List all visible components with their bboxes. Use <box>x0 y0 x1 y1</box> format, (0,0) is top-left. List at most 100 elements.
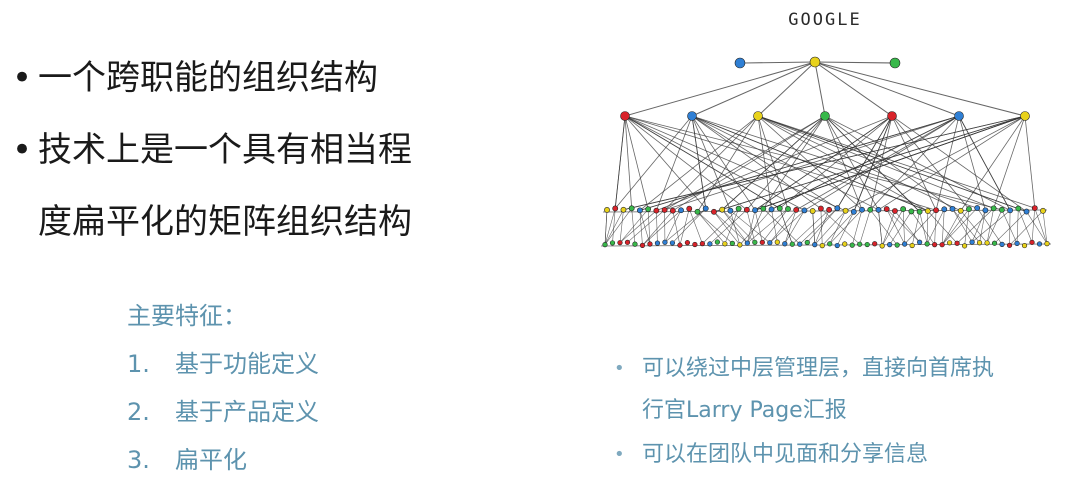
arrow-line-row1-row2 <box>647 209 651 244</box>
arrow-line-row1-row2 <box>762 208 789 243</box>
node-row2 <box>1036 241 1043 247</box>
node-row1 <box>1031 205 1038 211</box>
arrow-line-top-mid <box>814 61 893 117</box>
connection-lines <box>600 61 1052 247</box>
node-row2 <box>1044 241 1050 247</box>
arrow-line-row1-row2 <box>926 210 929 244</box>
node-row2 <box>976 240 983 246</box>
note-line: 行官Larry Page汇报 <box>642 398 847 423</box>
node-row1 <box>900 206 907 212</box>
arrow-line-row1-row2 <box>1034 207 1048 244</box>
arrow-line-top-mid <box>814 61 1026 117</box>
arrow-line-row1-row2 <box>688 208 703 244</box>
main-bullet-line: 一个跨职能的组织结构 <box>38 58 378 98</box>
arrow-line-mid-row1 <box>824 115 1011 211</box>
arrow-line-row1-row2 <box>769 210 805 243</box>
arrow-line-row1-row2 <box>904 210 937 245</box>
node-row1 <box>1023 208 1030 215</box>
node-row2 <box>774 239 780 245</box>
arrow-line-row1-row2 <box>886 208 905 245</box>
node-row2 <box>947 240 953 246</box>
arrow-line-row1-row2 <box>994 211 1027 244</box>
node-row2 <box>849 242 855 248</box>
node-row2 <box>999 241 1005 247</box>
arrow-line-row1-row2 <box>820 208 823 246</box>
google-org-diagram: GOOGLE <box>595 4 1055 262</box>
node-row2 <box>939 242 945 248</box>
arrow-line-row1-row2 <box>1018 208 1033 243</box>
node-row2 <box>804 239 810 246</box>
node-row2 <box>917 239 923 245</box>
node-row1 <box>620 206 627 213</box>
node-row2 <box>819 243 825 249</box>
bullet-dot: • <box>12 130 33 170</box>
node-row1 <box>966 206 972 212</box>
node-row1 <box>982 207 989 214</box>
arrow-line-row1-row2 <box>747 210 756 244</box>
arrow-line-row1-row2 <box>702 208 739 244</box>
features-title: 主要特征： <box>127 302 247 330</box>
arrow-line-mid-row1 <box>697 115 759 212</box>
arrow-line-row1-row2 <box>979 210 986 243</box>
arrow-line-row1-row2 <box>604 208 632 245</box>
arrow-line-row1-row2 <box>971 210 1011 243</box>
arrow-line-mid-row1 <box>757 115 961 212</box>
arrow-line-mid-row1 <box>958 115 986 211</box>
arrow-line-row1-row2 <box>1031 208 1036 243</box>
node-row1 <box>743 206 750 213</box>
arrow-line-mid-row1 <box>757 115 1035 209</box>
arrow-line-row1-row2 <box>889 211 912 245</box>
node-row2 <box>827 241 833 247</box>
arrow-line-row1-row2 <box>851 209 863 246</box>
arrow-line-row1-row2 <box>986 209 1003 244</box>
arrow-line-mid-row1 <box>614 115 693 209</box>
node-row1 <box>850 208 857 215</box>
node-row2 <box>722 241 728 247</box>
node-row1 <box>941 206 948 213</box>
node-row1 <box>842 207 849 214</box>
node-row1 <box>974 205 981 211</box>
arrow-line-mid-row1 <box>624 115 1002 211</box>
node-row1 <box>785 206 791 212</box>
node-row1 <box>916 208 923 215</box>
arrow-line-row1-row2 <box>739 209 772 246</box>
arrow-line-mid-row1 <box>779 115 893 209</box>
arrow-line-row1-row2 <box>859 209 871 245</box>
arrow-line-mid-row1 <box>796 115 960 211</box>
feature-number: 2. <box>127 398 150 426</box>
main-bullet-line: 度扁平化的矩阵组织结构 <box>38 202 412 242</box>
arrow-line-row1-row2 <box>911 211 935 245</box>
arrow-line-mid-row1 <box>757 115 789 210</box>
feature-label: 基于产品定义 <box>175 398 319 426</box>
node-row2 <box>677 242 683 248</box>
node-row1 <box>892 208 898 214</box>
node-row1 <box>908 208 915 215</box>
note-line: 可以绕过中层管理层，直接向首席执 <box>642 356 995 381</box>
node-row2 <box>961 243 968 249</box>
node-row2 <box>752 239 758 245</box>
org-network-svg <box>600 56 1052 249</box>
node-row1 <box>604 207 610 213</box>
node-row2 <box>894 242 900 248</box>
arrow-line-row1-row2 <box>1026 211 1048 244</box>
node-row1 <box>719 206 726 213</box>
arrow-line-mid-row1 <box>656 115 893 212</box>
node-row1 <box>809 208 816 214</box>
arrow-line-row1-row2 <box>1016 208 1019 244</box>
node-row2 <box>759 239 765 245</box>
notes-list: • 可以绕过中层管理层，直接向首席执 行官Larry Page汇报 • 可以在团… <box>610 348 1050 478</box>
node-row1 <box>949 205 956 212</box>
row-line-level4 <box>600 243 1052 247</box>
arrow-line-row1-row2 <box>713 211 748 244</box>
arrow-line-mid-row1 <box>824 115 920 212</box>
arrow-line-mid-row1 <box>891 115 1027 212</box>
arrow-line-top-mid <box>757 61 816 117</box>
arrow-line-mid-row1 <box>836 115 893 209</box>
node-row1 <box>998 206 1005 213</box>
arrow-line-row1-row2 <box>754 210 763 243</box>
node-row1 <box>645 206 652 213</box>
arrow-line-row1-row2 <box>604 209 608 245</box>
arrow-line-row1-row2 <box>730 210 771 243</box>
arrow-line-row1-row2 <box>697 211 726 245</box>
node-row2 <box>684 240 691 246</box>
